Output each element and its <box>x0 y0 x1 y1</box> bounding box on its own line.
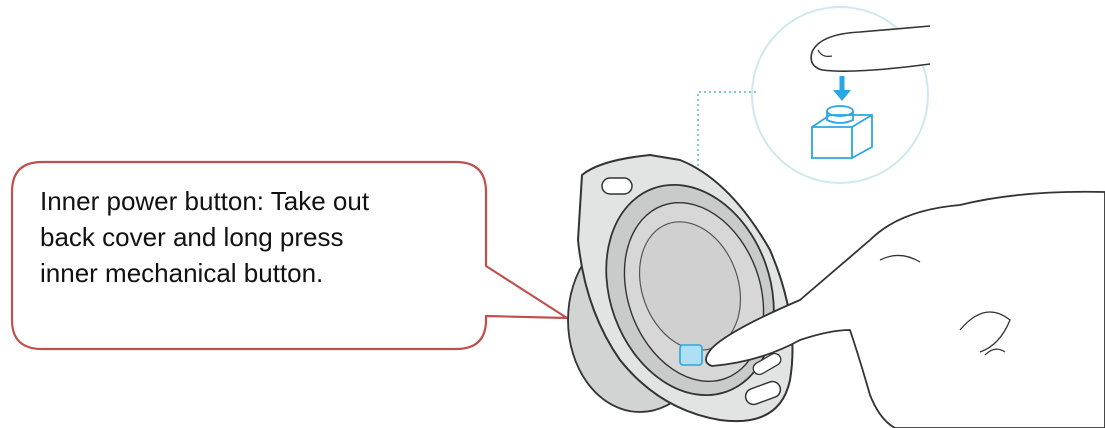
inner-power-button <box>680 345 702 365</box>
callout-text: Inner power button: Take out back cover … <box>40 183 470 291</box>
magnifier-inset <box>752 7 930 183</box>
device-housing <box>568 155 802 421</box>
